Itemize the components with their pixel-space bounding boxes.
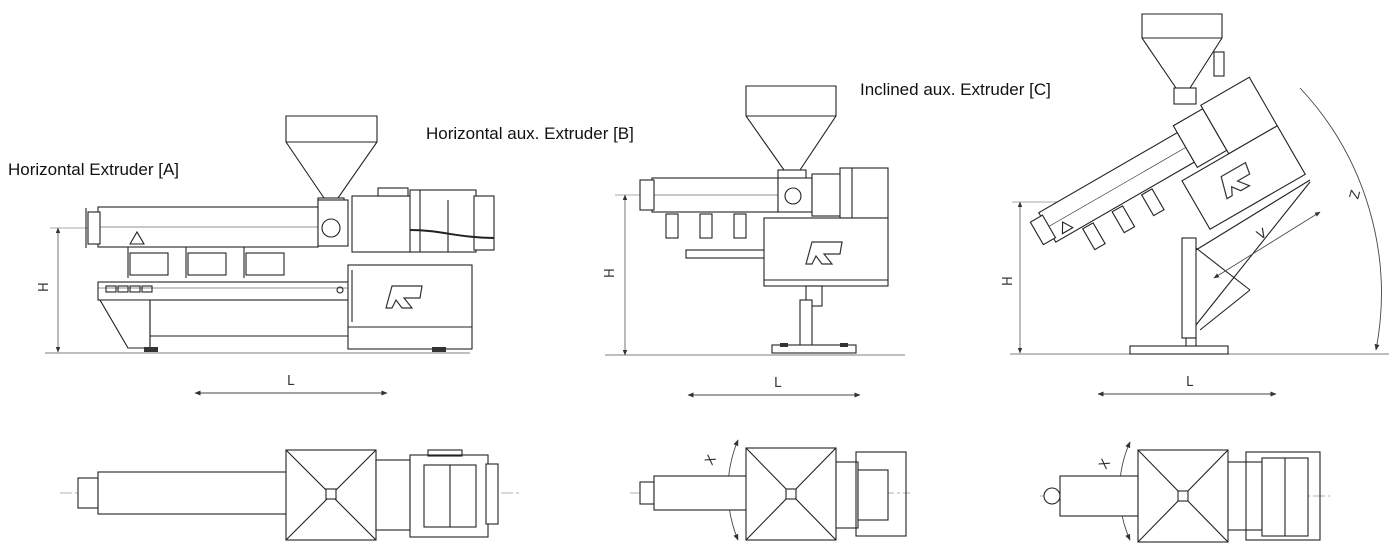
dim-l-label-a: L: [287, 374, 295, 389]
extruder-b-top-view: [630, 439, 910, 541]
extruder-a-side-view: [45, 115, 495, 354]
dim-h-label-c: H: [1001, 276, 1016, 286]
brand-logo-b: [805, 241, 843, 265]
dim-h-label-a: H: [37, 282, 52, 292]
dim-z-label-c: Z: [1347, 188, 1364, 201]
extruder-b-side-view: [605, 85, 905, 356]
dim-h-label-b: H: [603, 268, 618, 278]
extruder-c-top-view: [1040, 441, 1330, 543]
dim-l-label-b: L: [774, 376, 782, 391]
title-extruder-a: Horizontal Extruder [A]: [8, 160, 180, 179]
extruder-c-side-view: [1010, 13, 1389, 355]
dim-x-label-b: X: [702, 453, 719, 468]
title-extruder-b: Horizontal aux. Extruder [B]: [426, 124, 634, 143]
dim-x-label-c: X: [1096, 457, 1113, 472]
dim-l-label-c: L: [1186, 375, 1194, 390]
title-extruder-c: Inclined aux. Extruder [C]: [860, 80, 1051, 99]
extruder-a-top-view: [60, 449, 520, 541]
brand-logo-a: [385, 285, 423, 309]
